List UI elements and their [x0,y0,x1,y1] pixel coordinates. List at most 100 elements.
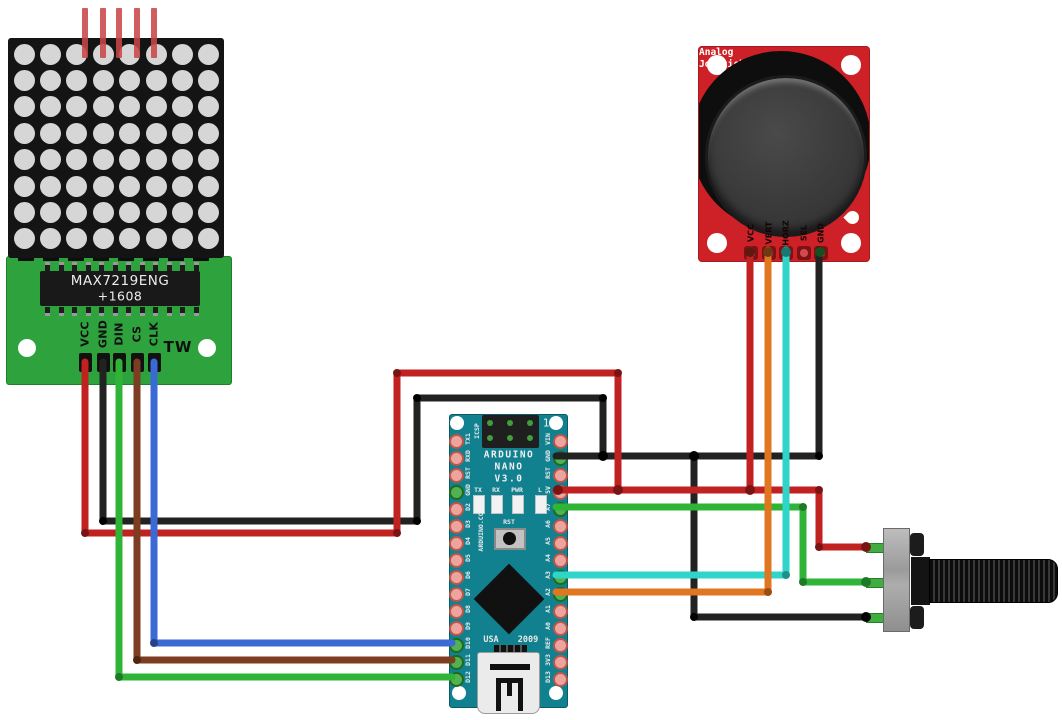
wire-junction [598,451,608,461]
wire-junction [781,247,791,257]
usa-label: USA [483,635,499,645]
nano-pad-right-3V3 [552,654,568,670]
chip-pin [85,307,91,316]
led-dot [198,122,220,144]
chip-pin [72,307,77,316]
led-dot [119,201,141,223]
chip-label-1: MAX7219ENG [70,273,170,289]
led-dot [39,201,61,223]
nano-pad-right-A0 [552,620,568,636]
wire-bendpoint [690,613,698,621]
wire-bendpoint [799,578,807,586]
led-dot [145,201,167,223]
nano-pad-right-A6 [552,518,568,534]
chip-pin [193,262,199,271]
joystick-label-line1: Analog [699,47,734,58]
wire-bendpoint [413,394,421,402]
wire-junction [861,577,871,587]
led-dot [66,149,88,171]
pot-shaft [929,559,1058,603]
matrix-top-pin [82,8,88,58]
led-dot [171,122,193,144]
led-dot [13,122,35,144]
led-dot [39,175,61,197]
usb-pins [494,645,527,654]
joystick-hole-tr [841,55,861,75]
led-dot [145,175,167,197]
nano-title-1: ARDUINO [483,449,535,461]
usb-slot-stem [507,678,512,696]
led-dot [198,43,220,65]
usb-bar [490,664,530,670]
reset-label: RST [503,518,515,526]
chip-pin [166,262,172,271]
chip-pin [45,307,50,316]
chip-pin [112,307,118,316]
nano-hole-tl [450,416,464,430]
nano-led-label-PWR: PWR [511,486,523,494]
chip-pin [126,307,131,316]
led-dot [145,228,167,250]
led-dot [198,175,220,197]
chip-pin [166,307,172,316]
wire-bendpoint [393,369,401,377]
joystick-pad-hole-SEL [799,249,808,257]
led-dot [92,96,114,118]
led-dot [66,201,88,223]
led-dot [66,96,88,118]
chip-pin [153,307,158,316]
pot-shaft-base [911,557,930,605]
nano-pad-left-GND [448,484,464,500]
wire-junction [815,247,825,257]
nano-pad-left-TX1 [448,433,464,449]
led-dot [198,228,220,250]
led-dot [39,149,61,171]
wire-bendpoint [413,517,421,525]
led-dot [171,149,193,171]
matrix-top-pin [116,8,122,58]
led-dot [171,201,193,223]
nano-pad-right-VIN [552,433,568,449]
led-dot [119,228,141,250]
nano-hole-bl [452,686,466,700]
wire-bendpoint [393,529,401,537]
nano-pad-left-D2 [448,501,464,517]
chip-pin [139,262,145,271]
led-dot [92,175,114,197]
led-dot [145,122,167,144]
wire-5v-rail-nano-to-pot [552,486,870,551]
led-dot [39,228,61,250]
icsp-pin [527,420,533,426]
nano-led-PWR [512,495,524,514]
nano-pad-right-RST [552,467,568,483]
wire-matrix-clk-to-d10 [150,358,456,647]
wire-junction [861,612,871,622]
wire-bendpoint [614,369,622,377]
led-dot [145,96,167,118]
nano-pad-left-RST [448,467,464,483]
chip-pin [99,307,104,316]
wire-junction [745,485,755,495]
wire-matrix-gnd-to-gnd-rail [99,358,607,525]
led-dot [13,228,35,250]
led-dot [66,228,88,250]
icsp-pin [507,420,513,426]
max7219-chip: MAX7219ENG +1608 [40,271,200,306]
nano-pad-right-A4 [552,552,568,568]
led-dot [13,149,35,171]
led-dot [171,69,193,91]
chip-pin [45,262,50,271]
chip-pin [85,262,91,271]
wire-bendpoint [799,503,807,511]
wire-bendpoint [115,673,123,681]
led-dot [39,43,61,65]
led-dot [13,96,35,118]
matrix-mount-hole-left [18,339,36,357]
wire-junction [763,247,773,257]
nano-title-2: NANO [494,461,524,473]
joystick-stick-cap [705,75,867,237]
nano-pad-left-D4 [448,535,464,551]
wire-bendpoint [764,588,772,596]
wire-junction [553,485,563,495]
